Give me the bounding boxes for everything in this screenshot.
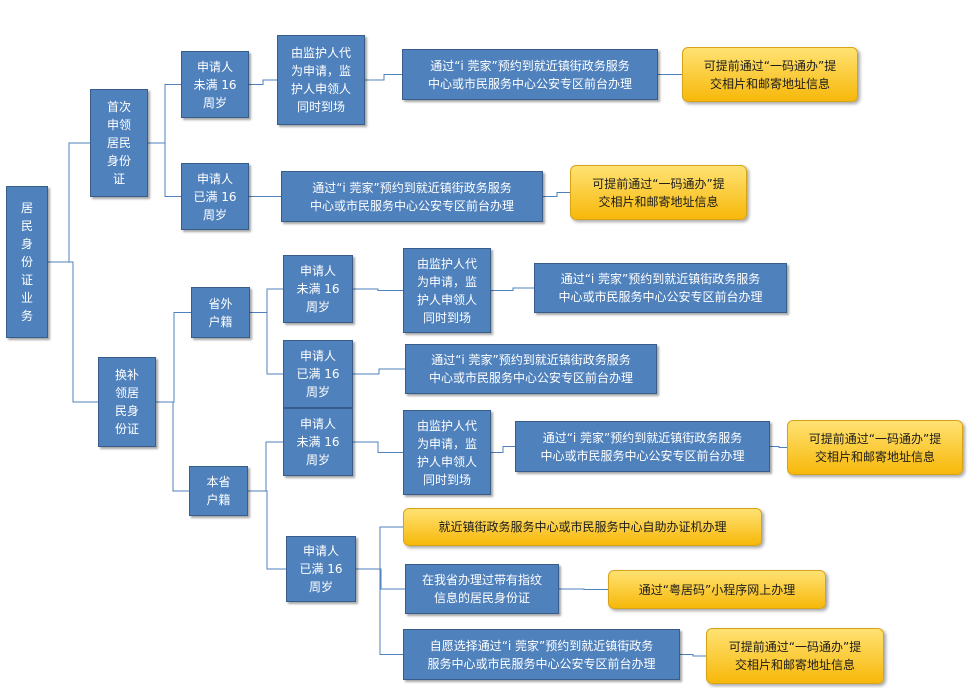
- node-f-adult-y: 可提前通过“一码通办”提 交相片和邮寄地址信息: [570, 165, 747, 220]
- node-ip-voluntary-y: 可提前通过“一码通办”提 交相片和邮寄地址信息: [706, 628, 884, 684]
- node-ip-self: 就近镇街政务服务中心或市民服务中心自助办证机办理: [403, 508, 762, 546]
- node-ip-minor: 申请人 未满 16 周岁: [283, 408, 353, 476]
- connector-root-to-replace: [48, 261, 98, 403]
- node-f-guardian: 由监护人代 为申请，监 护人申领人 同时到场: [277, 35, 365, 125]
- node-out-prov: 省外 户籍: [191, 287, 250, 338]
- connector-ip-adult-to-ip-self: [356, 526, 403, 570]
- node-replace: 换补 领居 民身 份证: [98, 357, 156, 447]
- node-op-minor-book: 通过“i 莞家”预约到就近镇街政务服务 中心或市民服务中心公安专区前台办理: [534, 263, 787, 313]
- node-f-minor-y: 可提前通过“一码通办”提 交相片和邮寄地址信息: [682, 47, 858, 102]
- node-ip-guardian: 由监护人代 为申请，监 护人申领人 同时到场: [403, 410, 491, 495]
- connector-f-minor-to-f-guardian: [249, 79, 277, 85]
- node-first: 首次 申领 居民 身份 证: [90, 89, 148, 197]
- node-op-adult-book: 通过“i 莞家”预约到就近镇街政务服务 中心或市民服务中心公安专区前台办理: [405, 344, 657, 394]
- connector-first-to-f-adult: [148, 142, 181, 197]
- node-ip-voluntary: 自愿选择通过“i 莞家”预约到就近镇街政务 服务中心或市民服务中心公安专区前台办…: [403, 629, 680, 680]
- node-ip-minor-book: 通过“i 莞家”预约到就近镇街政务服务 中心或市民服务中心公安专区前台办理: [515, 421, 770, 472]
- node-op-adult: 申请人 已满 16 周岁: [283, 340, 353, 408]
- node-ip-minor-y: 可提前通过“一码通办”提 交相片和邮寄地址信息: [787, 420, 963, 475]
- connector-f-guardian-to-f-minor-book: [365, 74, 402, 81]
- connector-op-guardian-to-op-minor-book: [491, 287, 534, 291]
- node-ip-yue: 通过“粤居码”小程序网上办理: [608, 570, 826, 609]
- connector-f-adult-book-to-f-adult-y: [543, 192, 570, 197]
- node-op-guardian: 由监护人代 为申请，监 护人申领人 同时到场: [403, 248, 491, 333]
- connector-in-prov-to-ip-adult: [248, 490, 286, 570]
- connector-in-prov-to-ip-minor: [248, 441, 283, 492]
- node-in-prov: 本省 户籍: [189, 466, 248, 516]
- connector-out-prov-to-op-minor: [250, 288, 283, 313]
- node-f-minor: 申请人 未满 16 周岁: [181, 51, 249, 118]
- connector-ip-minor-to-ip-guardian: [353, 441, 403, 453]
- node-f-minor-book: 通过“i 莞家”预约到就近镇街政务服务 中心或市民服务中心公安专区前台办理: [402, 49, 658, 100]
- connector-first-to-f-minor: [148, 84, 181, 144]
- connector-out-prov-to-op-adult: [250, 312, 283, 375]
- node-ip-adult: 申请人 已满 16 周岁: [286, 536, 356, 602]
- connector-root-to-first: [48, 142, 90, 263]
- connector-replace-to-out-prov: [156, 312, 191, 403]
- node-f-adult: 申请人 已满 16 周岁: [181, 163, 249, 230]
- connector-ip-minor-book-to-ip-minor-y: [770, 446, 787, 448]
- node-op-minor: 申请人 未满 16 周岁: [283, 255, 353, 323]
- node-f-adult-book: 通过“i 莞家”预约到就近镇街政务服务 中心或市民服务中心公安专区前台办理: [281, 171, 543, 222]
- connector-ip-guardian-to-ip-minor-book: [491, 446, 515, 453]
- connector-replace-to-in-prov: [156, 401, 189, 492]
- connector-op-minor-to-op-guardian: [353, 288, 403, 291]
- connector-op-adult-to-op-adult-book: [353, 368, 405, 375]
- node-ip-fingerprint: 在我省办理过带有指纹 信息的居民身份证: [405, 564, 559, 614]
- connector-ip-fingerprint-to-ip-yue: [559, 588, 608, 590]
- connector-ip-voluntary-to-ip-voluntary-y: [680, 654, 706, 657]
- connector-ip-adult-to-ip-voluntary: [356, 568, 403, 655]
- node-root: 居 民 身 份 证 业 务: [6, 186, 48, 338]
